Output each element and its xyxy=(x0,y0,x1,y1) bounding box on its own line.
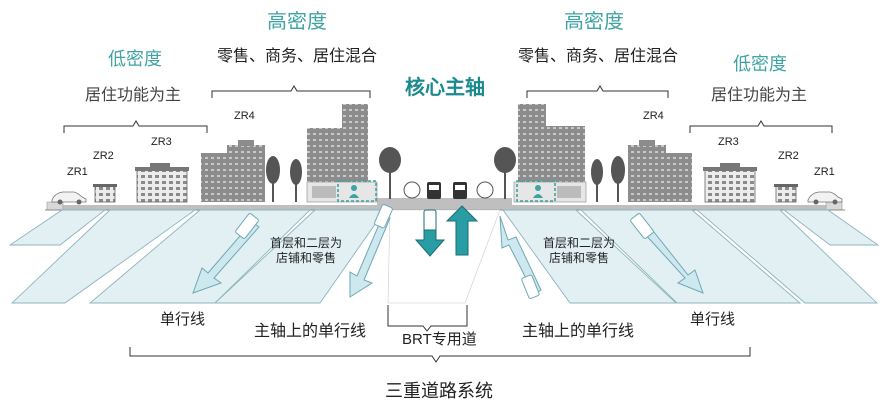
one-way-label-right: 单行线 xyxy=(690,311,736,328)
low-density-sub-left: 居住功能为主 xyxy=(85,87,182,104)
axis-one-way-label-left: 主轴上的单行线 xyxy=(254,323,367,340)
low-density-sub-right: 居住功能为主 xyxy=(711,87,808,104)
ground-floor-note-right-line1: 首层和二层为 xyxy=(543,236,616,250)
ground-floor-note-right: 首层和二层为 店铺和零售 xyxy=(543,236,615,266)
core-axis-label: 核心主轴 xyxy=(405,77,485,99)
triple-road-system-title: 三重道路系统 xyxy=(385,381,493,401)
central-brt-scene xyxy=(379,147,516,199)
one-way-label-left: 单行线 xyxy=(160,311,206,328)
ground-floor-note-left-line2: 店铺和零售 xyxy=(276,251,337,265)
high-density-sub-left: 零售、商务、居住混合 xyxy=(217,48,378,65)
zone-brackets xyxy=(63,85,833,363)
zr3-label-left: ZR3 xyxy=(151,136,172,148)
ground-floor-note-right-line2: 店铺和零售 xyxy=(549,251,610,265)
zr3-label-right: ZR3 xyxy=(718,136,739,148)
lane-strips xyxy=(8,209,880,304)
ground-floor-note-left: 首层和二层为 店铺和零售 xyxy=(270,236,342,266)
high-density-label-right: 高密度 xyxy=(564,11,624,33)
zr4-label-left: ZR4 xyxy=(234,110,255,122)
low-density-label-left: 低密度 xyxy=(108,49,162,69)
right-buildings xyxy=(513,104,843,205)
zr1-label-left: ZR1 xyxy=(67,166,88,178)
brt-lane xyxy=(387,209,501,304)
ground-floor-note-left-line1: 首层和二层为 xyxy=(270,236,343,250)
zr2-label-right: ZR2 xyxy=(778,150,799,162)
zr1-label-right: ZR1 xyxy=(814,166,835,178)
high-density-label-left: 高密度 xyxy=(267,11,327,33)
brt-lane-label: BRT专用道 xyxy=(402,331,477,348)
zr4-label-right: ZR4 xyxy=(643,110,664,122)
brt-arrows xyxy=(414,205,479,257)
car-stubs xyxy=(235,204,654,299)
one-way-arrows-light xyxy=(192,214,704,298)
high-density-sub-right: 零售、商务、居住混合 xyxy=(518,48,679,65)
axis-one-way-label-right: 主轴上的单行线 xyxy=(522,323,635,340)
low-density-label-right: 低密度 xyxy=(733,54,787,74)
zr2-label-left: ZR2 xyxy=(93,150,114,162)
left-buildings xyxy=(51,104,378,205)
